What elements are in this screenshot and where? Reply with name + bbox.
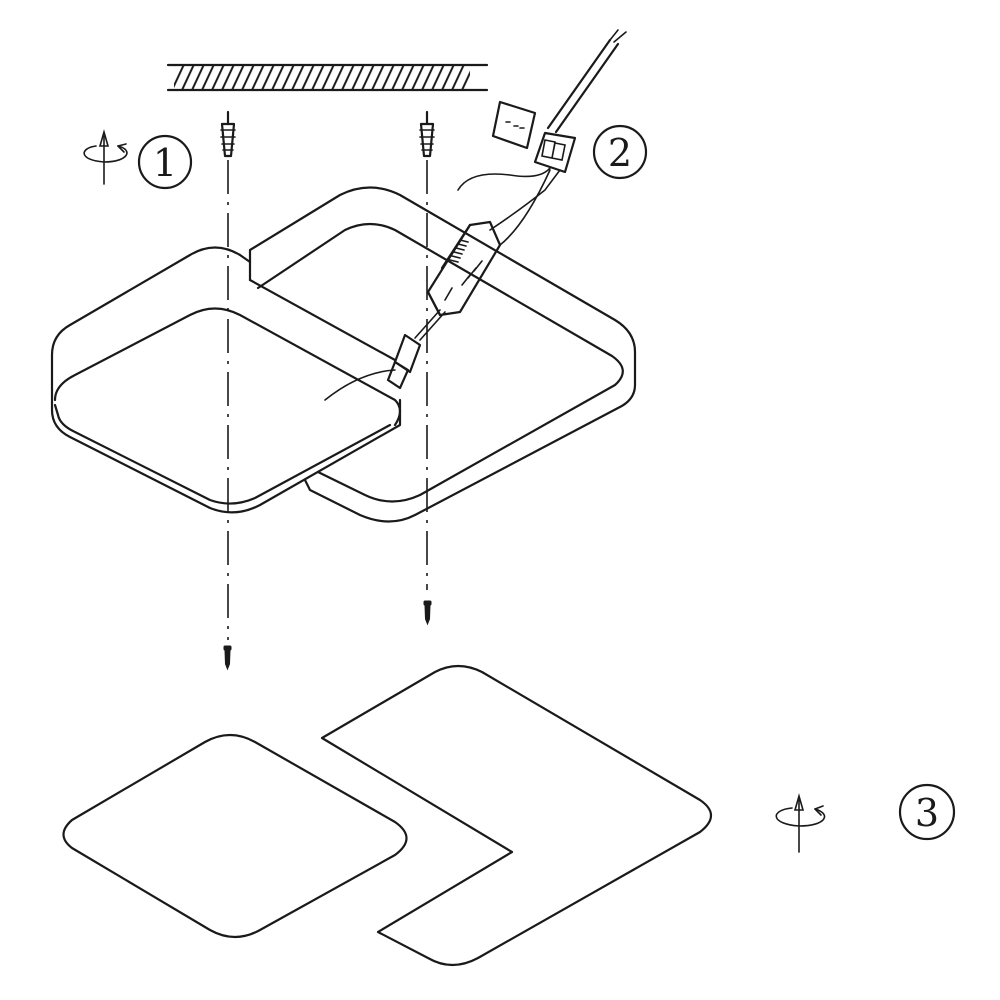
shade-piece-left: [62, 733, 408, 939]
svg-text:1: 1: [153, 141, 177, 185]
step-label-2: 2: [592, 124, 648, 180]
shade-piece-right: [320, 664, 713, 967]
led-driver-box: [426, 220, 502, 317]
lamp-panel-left: [50, 246, 402, 514]
terminal-block: [491, 100, 577, 174]
wall-anchor-icon: [419, 110, 435, 158]
rotate-clockwise-arrow-icon: [83, 129, 128, 185]
step-label-1: 1: [137, 134, 193, 190]
screw-icon: [223, 645, 232, 671]
ceiling: [166, 63, 489, 92]
connection-wires: [324, 167, 561, 401]
rotate-clockwise-arrow-icon: [775, 793, 826, 853]
supply-cable: [546, 29, 627, 134]
lamp-panel-right: [248, 186, 637, 523]
step-label-3: 3: [898, 783, 956, 841]
svg-text:2: 2: [608, 131, 632, 175]
wall-anchor-icon: [220, 110, 236, 158]
svg-text:3: 3: [915, 791, 939, 835]
screw-icon: [423, 600, 432, 626]
